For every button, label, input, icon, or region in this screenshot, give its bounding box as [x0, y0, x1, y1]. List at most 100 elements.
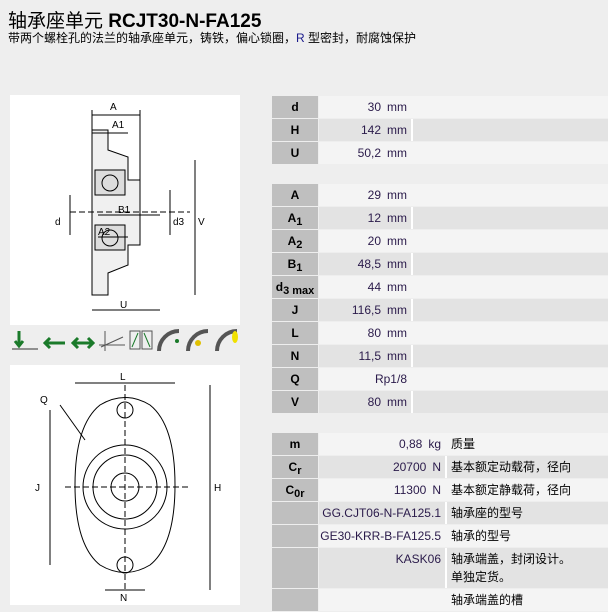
param-label: Cr — [272, 456, 318, 478]
param-label: B1 — [272, 253, 318, 275]
unit-text: mm — [387, 146, 407, 160]
page-title: 轴承座单元 RCJT30-N-FA125 — [8, 6, 261, 33]
table-row: GG.CJT06-N-FA125.1 轴承座的型号 — [272, 502, 608, 524]
desc-text: 轴承的型号 — [451, 529, 512, 543]
param-description — [413, 96, 608, 118]
dim-label-N: N — [120, 593, 127, 604]
param-label — [272, 589, 318, 611]
value-text: 11300 — [393, 483, 427, 497]
param-description: 轴承端盖的槽 — [447, 589, 608, 611]
param-symbol: d — [275, 280, 284, 294]
param-symbol: B — [287, 257, 297, 271]
value-text: 80 — [367, 326, 381, 340]
desc-text: 基本额定动载荷，径向 — [451, 460, 572, 474]
title-category: 轴承座单元 — [8, 11, 104, 32]
value-text: GG.CJT06-N-FA125.1 — [322, 506, 441, 520]
unit-text: mm — [387, 257, 407, 271]
dim-label-V: V — [198, 217, 205, 228]
value-text: 116,5 — [351, 303, 381, 317]
axial-load-both-icon — [70, 336, 96, 350]
param-symbol: J — [291, 303, 299, 317]
lifetime-icon — [186, 329, 209, 351]
param-description — [413, 119, 608, 141]
section-drawing: A A1 B1 d d3 V A2 U — [10, 95, 240, 325]
param-value: KASK06 — [319, 548, 447, 588]
param-label: A2 — [272, 230, 318, 252]
param-description: 基本额定动载荷，径向 — [447, 456, 608, 478]
dim-label-H: H — [214, 483, 221, 494]
value-text: 50,2 — [357, 146, 381, 160]
page-subtitle: 带两个螺栓孔的法兰的轴承座单元，铸铁，偏心锁圈，R 型密封，耐腐蚀保护 — [8, 29, 416, 46]
param-description: 轴承座的型号 — [447, 502, 608, 524]
param-label: N — [272, 345, 318, 367]
value-text: 44 — [367, 280, 381, 294]
unit-text: kg — [428, 437, 441, 451]
param-value: Rp1/8 — [319, 368, 413, 390]
value-text: 30 — [367, 100, 381, 114]
value-text: 80 — [367, 395, 381, 409]
desc-text: 轴承端盖的槽 — [451, 593, 524, 607]
param-description — [413, 391, 608, 413]
value-text: KASK06 — [395, 552, 441, 566]
param-label: A1 — [272, 207, 318, 229]
feature-icons — [12, 329, 241, 351]
relubrication-icon — [157, 329, 180, 351]
unit-text: mm — [387, 211, 407, 225]
unit-text: mm — [387, 188, 407, 202]
unit-text: mm — [387, 123, 407, 137]
param-subscript: r — [297, 465, 302, 477]
front-view-drawing: L Q J H N — [10, 365, 240, 605]
param-symbol: V — [290, 395, 299, 409]
param-symbol: A — [290, 188, 300, 202]
param-description — [413, 184, 608, 206]
dim-label-B1: B1 — [118, 205, 131, 216]
radial-load-icon — [12, 331, 38, 350]
param-symbol: Q — [290, 372, 300, 386]
param-label: H — [272, 119, 318, 141]
dim-label-d3: d3 — [173, 217, 185, 228]
param-symbol: H — [290, 123, 300, 137]
dim-label-L: L — [120, 372, 126, 383]
param-value: GE30-KRR-B-FA125.5 — [319, 525, 447, 547]
desc-text-2: 单独定货。 — [451, 570, 512, 584]
dim-label-A2: A2 — [98, 227, 111, 238]
param-description — [413, 230, 608, 252]
table-row: 轴承端盖的槽 — [272, 589, 608, 611]
subtitle-text-end: 型密封，耐腐蚀保护 — [304, 31, 417, 45]
param-label: A — [272, 184, 318, 206]
axial-load-left-icon — [42, 336, 65, 350]
unit-text: mm — [387, 349, 407, 363]
table-row: Q Rp1/8 — [272, 368, 608, 390]
desc-text: 轴承座的型号 — [451, 506, 524, 520]
param-label: d — [272, 96, 318, 118]
param-label: d3 max — [272, 276, 318, 298]
value-text: Rp1/8 — [374, 372, 407, 386]
param-description: 轴承的型号 — [447, 525, 608, 547]
param-label — [272, 502, 318, 524]
param-subscript: 3 max — [283, 285, 315, 297]
param-symbol: A — [287, 234, 297, 248]
value-text: 29 — [367, 188, 381, 202]
param-description — [413, 207, 608, 229]
param-value — [319, 589, 447, 611]
